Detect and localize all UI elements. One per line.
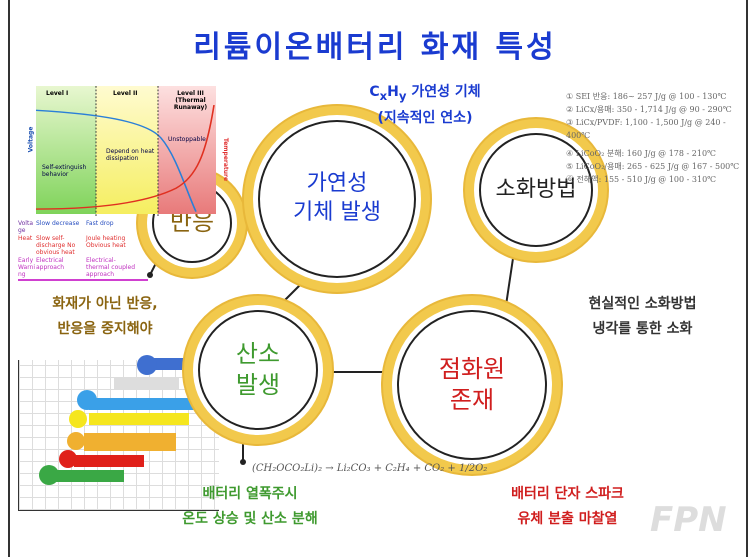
reaction-note: 화재가 아닌 반응,반응을 중지해야	[52, 296, 158, 337]
chemical-formula: (CH₂OCO₂Li)₂ → Li₂CO₃ + C₂H₄ + CO₂ + 1/2…	[252, 463, 488, 474]
temperature-stage-chart	[18, 355, 219, 511]
level-1: Level I	[46, 90, 69, 97]
frame	[8, 0, 748, 557]
page-title: 리튬이온배터리 화재 특성	[193, 30, 557, 65]
voltage-temp-curves	[36, 86, 215, 216]
gas-note: CxHy 가연성 기체 (지속적인 연소)	[369, 84, 481, 127]
zone-text: Depend on heat dissipation	[106, 148, 155, 162]
zone-text: Self-extinguish behavior	[42, 164, 87, 178]
level-2: Level II	[113, 90, 138, 97]
temperature-axis: Temperature	[222, 137, 230, 182]
voltage-axis: Voltage	[27, 126, 35, 153]
watermark-logo: FPN	[650, 500, 727, 540]
node-extinguish: 소화방법	[474, 128, 598, 252]
thermal-runaway-chart: Level I Level II Level III (Thermal Runa…	[18, 86, 229, 281]
zone-text: Unstoppable	[168, 136, 206, 143]
level-3: Level III (Thermal Runaway)	[173, 90, 208, 111]
